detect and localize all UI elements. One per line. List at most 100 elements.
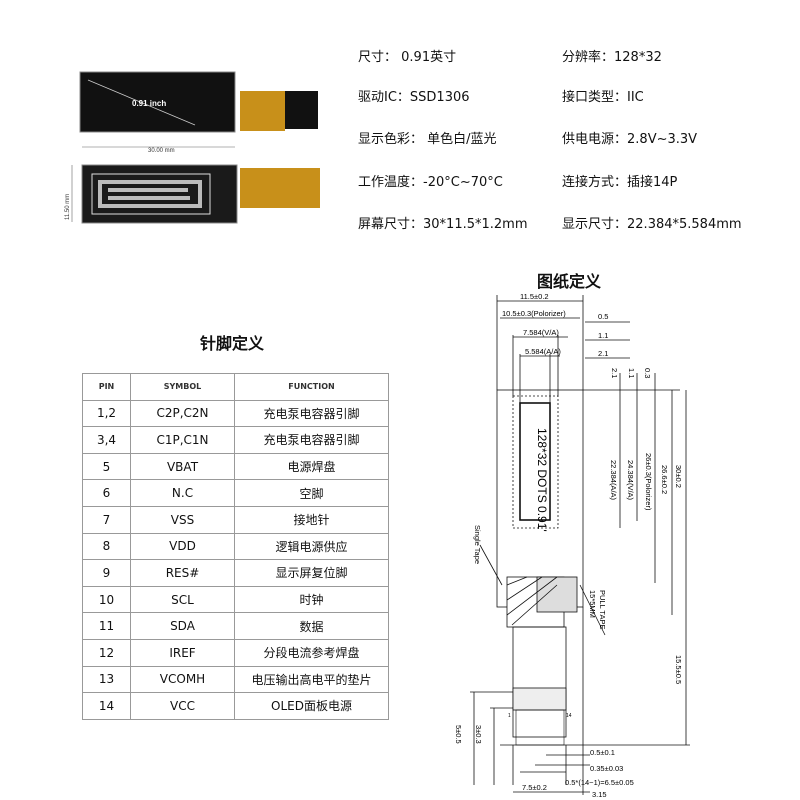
dim-05: 0.5 (598, 312, 608, 321)
dim-5: 5±0.5 (454, 725, 463, 744)
spec-value: 0.91英寸 (401, 50, 457, 65)
spec-power: 供电电源：2.8V~3.3V (562, 128, 697, 147)
dim-fpc-w: 7.5±0.2 (522, 783, 547, 792)
product-photos: 0.91 inch 30.00 mm 11.50 mm (65, 71, 320, 224)
dim-v21: 2.1 (610, 368, 619, 378)
spec-value: 单色白/蓝光 (427, 132, 497, 147)
dim-w-pol: 10.5±0.3(Polorizer) (502, 309, 566, 318)
cell-pin: 8 (82, 532, 131, 561)
oled-back-image (81, 164, 238, 224)
dim-pin-w: 0.35±0.03 (590, 764, 623, 773)
dim-h-pol: 26±0.3(Polorizer) (644, 453, 653, 511)
spec-driver-ic: 驱动IC：SSD1306 (358, 86, 470, 105)
spec-label: 显示尺寸： (562, 217, 628, 232)
height-label: 11.50 mm (65, 194, 71, 220)
diagonal-label: 0.91 inch (132, 99, 166, 108)
spec-label: 驱动IC： (358, 90, 410, 105)
spec-connection: 连接方式：插接14P (562, 171, 677, 190)
dim-v11: 1.1 (627, 368, 636, 378)
dim-21: 2.1 (598, 349, 608, 358)
cell-pin: 3,4 (82, 426, 131, 454)
dim-h-glass: 26.6±0.2 (660, 465, 669, 494)
spec-label: 工作温度： (358, 175, 424, 190)
dim-h-total: 30±0.2 (674, 465, 683, 488)
cell-pin: 14 (82, 692, 131, 720)
cell-pin: 13 (82, 665, 131, 694)
cell-symbol: C1P,C1N (130, 426, 235, 454)
cell-symbol: VDD (130, 532, 235, 561)
spec-value: 插接14P (627, 175, 678, 190)
header-symbol: SYMBOL (130, 373, 235, 401)
spec-value: 128*32 (614, 50, 662, 65)
width-label: 30.00 mm (148, 148, 175, 154)
cell-pin: 10 (82, 585, 131, 614)
dim-11: 1.1 (598, 331, 608, 340)
dim-w-total: 11.5±0.2 (520, 292, 549, 301)
dim-pitch: 0.5±0.1 (590, 748, 615, 757)
cell-symbol: N.C (130, 479, 235, 507)
mechanical-drawing: 11.5±0.2 10.5±0.3(Polorizer) 7.584(V/A) … (454, 292, 690, 799)
spec-value: 2.8V~3.3V (627, 132, 698, 147)
single-tape-label: Single Tape (473, 525, 482, 564)
spec-label: 尺寸： (358, 50, 398, 65)
spec-label: 屏幕尺寸： (358, 217, 424, 232)
cell-symbol: IREF (130, 638, 235, 667)
pull-tape-size: 15*5MM (588, 590, 597, 618)
spec-interface: 接口类型：IIC (562, 86, 644, 105)
pull-tape-label: PULL TAPE (598, 590, 607, 629)
spec-label: 分辨率： (562, 50, 615, 65)
dim-3: 3±0.3 (474, 725, 483, 744)
dim-h-va: 24.384(V/A) (626, 460, 635, 501)
cell-pin: 5 (82, 452, 131, 481)
cell-function: OLED面板电源 (234, 692, 389, 720)
cell-function: 数据 (234, 612, 389, 640)
cell-function: 接地针 (234, 505, 389, 534)
spec-label: 供电电源： (562, 132, 628, 147)
cell-function: 充电泵电容器引脚 (234, 399, 389, 428)
dim-v03: 0.3 (643, 368, 652, 378)
cell-function: 时钟 (234, 585, 389, 614)
cell-function: 充电泵电容器引脚 (234, 426, 389, 454)
cell-symbol: SDA (130, 612, 235, 640)
dim-w-va: 7.584(V/A) (523, 328, 559, 337)
cell-function: 逻辑电源供应 (234, 532, 389, 561)
drawing-title: 图纸定义 (537, 272, 602, 291)
spec-value: 30*11.5*1.2mm (423, 217, 528, 232)
spec-value: SSD1306 (409, 90, 470, 105)
cell-function: 电压输出高电平的垫片 (234, 665, 389, 694)
cell-function: 空脚 (234, 479, 389, 507)
cell-symbol: VCC (130, 692, 235, 720)
spec-color: 显示色彩： 单色白/蓝光 (358, 128, 497, 147)
spec-size: 尺寸： 0.91英寸 (358, 46, 456, 65)
cell-symbol: RES# (130, 559, 235, 587)
cell-pin: 9 (82, 559, 131, 587)
spec-value: -20°C~70°C (423, 175, 503, 190)
spec-screen-size: 屏幕尺寸：30*11.5*1.2mm (358, 213, 528, 232)
cell-symbol: C2P,C2N (130, 399, 235, 428)
dim-fpc: 15.5±0.5 (674, 655, 683, 684)
oled-front-image (79, 71, 236, 133)
cell-pin: 12 (82, 638, 131, 667)
cell-symbol: SCL (130, 585, 235, 614)
cell-symbol: VCOMH (130, 665, 235, 694)
cell-pin: 11 (82, 612, 131, 640)
spec-display-size: 显示尺寸：22.384*5.584mm (562, 213, 742, 232)
cell-symbol: VBAT (130, 452, 235, 481)
spec-resolution: 分辨率：128*32 (562, 46, 662, 65)
cell-function: 电源焊盘 (234, 452, 389, 481)
cell-pin: 6 (82, 479, 131, 507)
spec-value: IIC (627, 90, 644, 105)
spec-label: 显示色彩： (358, 132, 424, 147)
dim-span: 0.5*(14−1)=6.5±0.05 (565, 778, 634, 787)
